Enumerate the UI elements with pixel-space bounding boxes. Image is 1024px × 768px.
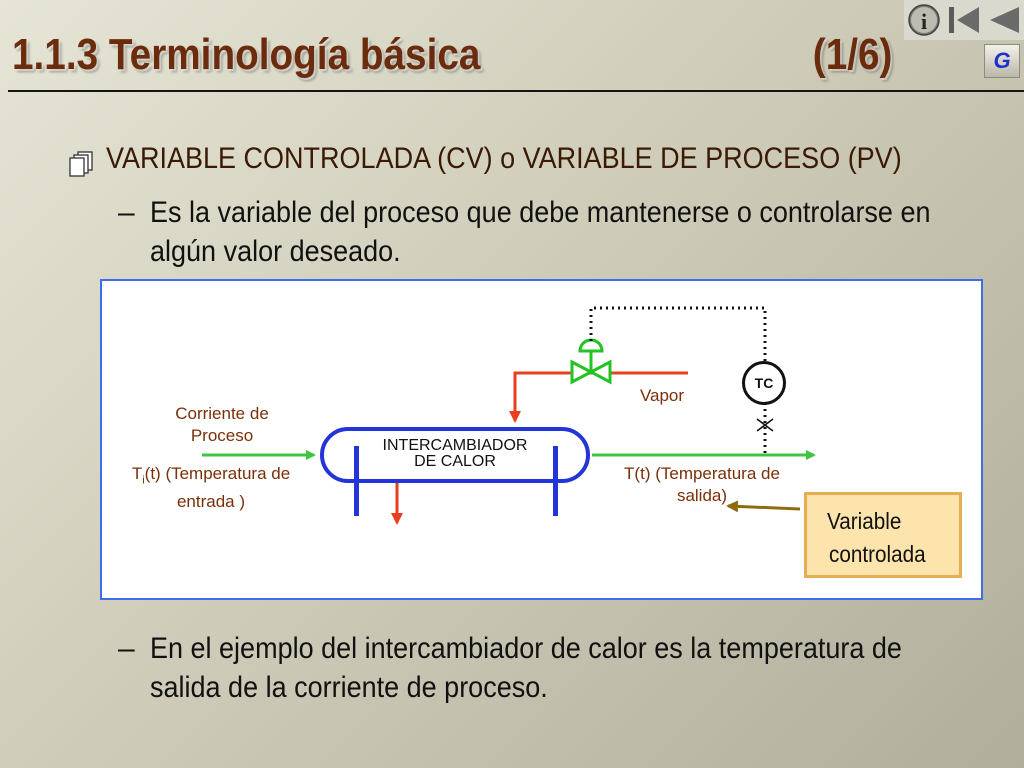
example-text: En el ejemplo del intercambiador de calo…: [150, 629, 960, 707]
exchanger-tubesheet-right: [553, 446, 558, 516]
example-line-2: salida de la corriente de proceso.: [150, 671, 548, 704]
vapor-label: Vapor: [639, 386, 685, 405]
definition-line-2: algún valor deseado.: [150, 235, 401, 268]
heat-exchanger-shell: [320, 427, 590, 483]
glossary-button[interactable]: G: [984, 44, 1020, 78]
signal-line: [589, 306, 767, 361]
dash-2: –: [118, 632, 135, 665]
outlet-temperature-label: T(t) (Temperatura de salida): [624, 464, 780, 505]
document-bullet-icon: [69, 151, 93, 177]
glossary-label: G: [993, 48, 1011, 73]
exchanger-tubesheet-left: [354, 446, 359, 516]
title-text: 1.1.3 Terminología básica: [12, 30, 481, 79]
svg-text:i: i: [921, 9, 927, 34]
example-line-1: En el ejemplo del intercambiador de calo…: [150, 632, 902, 665]
slide-title: 1.1.3 Terminología básica (1/6): [12, 30, 892, 80]
inlet-temperature-label: Ti(t) (Temperatura de entrada ): [131, 464, 291, 512]
controlled-variable-callout: Variable controlada: [804, 492, 962, 578]
diagram-lines: [202, 306, 816, 525]
info-icon[interactable]: i: [906, 2, 942, 38]
nav-toolbar: i: [904, 0, 1024, 40]
callout-line-2: controlada: [829, 541, 926, 567]
callout-line-1: Variable: [827, 508, 902, 534]
definition-line-1: Es la variable del proceso que debe mant…: [150, 196, 931, 229]
bullet-controlled-variable: VARIABLE CONTROLADA (CV) o VARIABLE DE P…: [106, 142, 902, 175]
callout-arrow: [726, 500, 801, 513]
page-indicator: (1/6): [812, 30, 893, 79]
title-rule: [8, 90, 1024, 92]
process-stream-label: Corriente de Proceso: [175, 404, 269, 445]
steam-line: [509, 371, 688, 423]
back-triangle-icon[interactable]: [986, 2, 1022, 38]
control-valve-icon: [570, 338, 612, 385]
exchanger-label: INTERCAMBIADOR DE CALOR: [382, 437, 528, 470]
dash-1: –: [118, 196, 135, 229]
skip-to-start-icon[interactable]: [946, 2, 982, 38]
temperature-controller: TC: [742, 361, 786, 405]
definition-text: Es la variable del proceso que debe mant…: [150, 193, 960, 271]
